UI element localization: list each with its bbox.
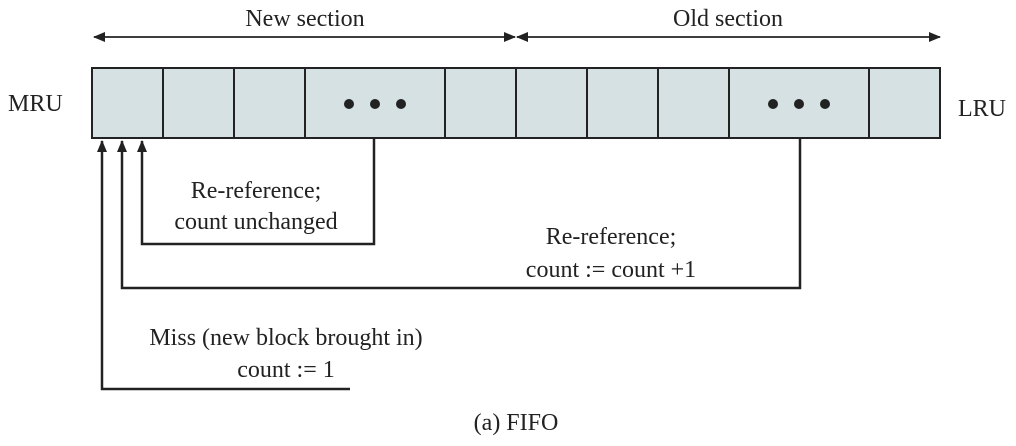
old-section-label: Old section <box>673 6 783 32</box>
buffer-cells <box>91 67 941 139</box>
diagram-caption: (a) FIFO <box>474 410 559 436</box>
new-rereference-label-line2: count unchanged <box>174 209 337 235</box>
miss-label-line2: count := 1 <box>237 357 335 383</box>
miss-label-line1: Miss (new block brought in) <box>149 325 422 351</box>
ellipsis-dot <box>396 99 406 109</box>
miss-path <box>97 140 350 391</box>
old-rereference-path <box>117 139 802 290</box>
mru-label: MRU <box>8 91 63 117</box>
new-rereference-path <box>137 139 376 246</box>
new-rereference-label-line1: Re-reference; <box>191 178 322 204</box>
ellipsis-dot <box>820 99 830 109</box>
lru-label: LRU <box>958 96 1006 122</box>
ellipsis-dot <box>794 99 804 109</box>
ellipsis-dot <box>370 99 380 109</box>
old-rereference-label-line1: Re-reference; <box>546 224 677 250</box>
ellipsis-dot <box>768 99 778 109</box>
old-rereference-label-line2: count := count +1 <box>526 257 696 283</box>
ellipsis-dot <box>344 99 354 109</box>
new-section-label: New section <box>245 6 364 32</box>
